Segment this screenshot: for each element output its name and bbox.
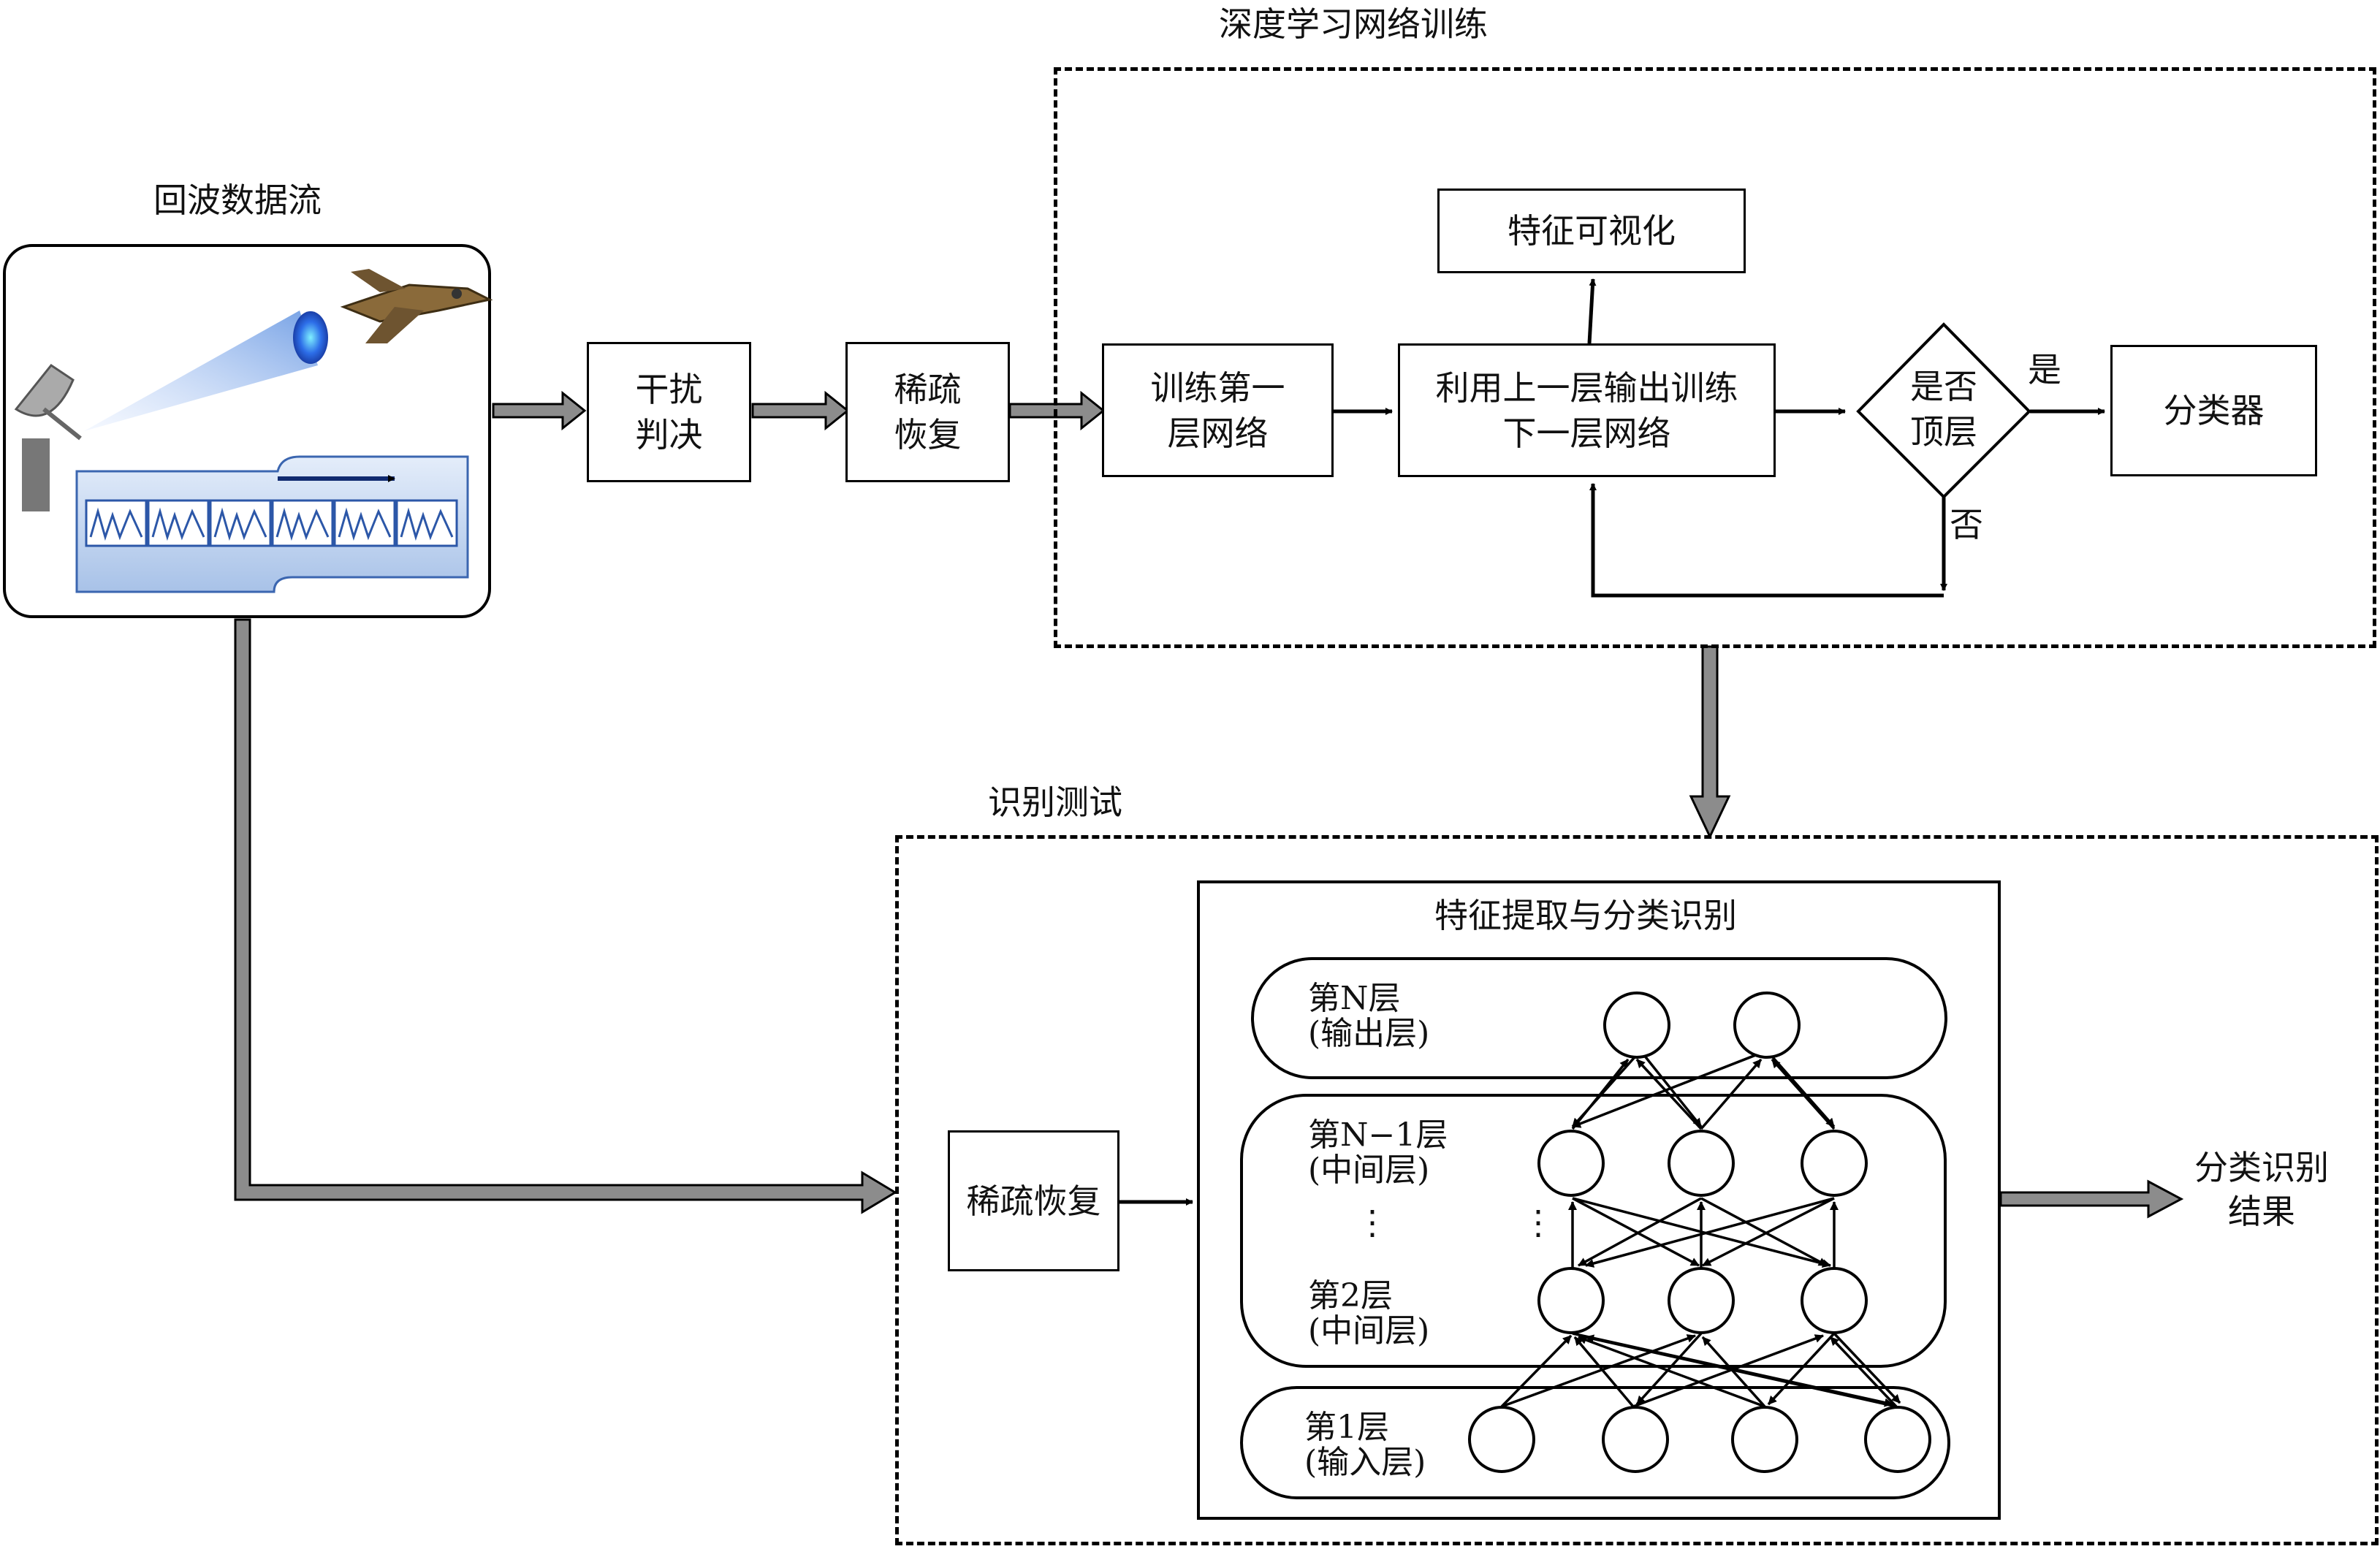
feature-visualization-box: 特征可视化 [1437,189,1746,273]
layer-input-line1: 第1层 [1304,1409,1389,1446]
layer-label-output: 第N层 (输出层) [1308,981,1429,1051]
layer-output-line1: 第N层 [1308,980,1401,1017]
training-title: 深度学习网络训练 [1219,4,1488,44]
train-next-layer-line2: 下一层网络 [1502,413,1671,453]
train-first-layer-line1: 训练第一 [1150,368,1285,408]
flow-arrow-echo-to-interference [492,390,587,431]
flow-arrow-training-to-testing [1689,645,1731,840]
flow-arrow-echo-to-testing [234,618,897,1214]
layer-2-line1: 第2层 [1308,1277,1393,1314]
decision-diamond [1856,322,2031,499]
interference-decision-line2: 判决 [635,415,703,454]
decision-line2: 顶层 [1910,412,1977,452]
testing-title: 识别测试 [988,783,1122,822]
beam-spot [293,311,328,364]
classifier-box: 分类器 [2110,345,2317,476]
train-first-layer-line2: 层网络 [1167,413,1269,453]
sparse-recovery-box: 稀疏 恢复 [845,342,1010,482]
no-label: 否 [1950,505,1983,544]
flow-arrow-to-result [1999,1179,2184,1219]
train-first-layer-box: 训练第一 层网络 [1102,343,1334,477]
radar-beam [84,311,318,431]
result-line1: 分类识别 [2194,1148,2329,1187]
layer-label-2: 第2层 (中间层) [1308,1279,1429,1349]
testing-region [895,835,2379,1545]
sparse-recovery-line1: 稀疏 [894,370,962,409]
result-label: 分类识别 结果 [2189,1146,2335,1233]
layer-input-line2: (输入层) [1304,1444,1426,1481]
ellipsis-right: ⋮ [1521,1203,1555,1242]
echo-stream-title: 回波数据流 [153,180,322,220]
training-arrows [1334,278,2105,598]
decision-text: 是否 顶层 [1889,364,1999,454]
ellipsis-left: ⋮ [1356,1203,1389,1242]
aircraft-icon [340,269,493,343]
interference-decision-box: 干扰 判决 [587,342,751,482]
layer-2-line2: (中间层) [1308,1312,1430,1350]
train-next-layer-line1: 利用上一层输出训练 [1435,368,1738,408]
test-sparse-recovery-box: 稀疏恢复 [948,1130,1119,1271]
result-line2: 结果 [2228,1192,2295,1231]
layer-n-minus-1-line1: 第N−1层 [1308,1116,1448,1154]
layer-output-line2: (输出层) [1308,1015,1430,1052]
train-next-layer-box: 利用上一层输出训练 下一层网络 [1398,343,1776,477]
sparse-recovery-line2: 恢复 [894,415,962,454]
interference-decision-line1: 干扰 [635,370,703,409]
decision-line1: 是否 [1910,367,1977,406]
layer-label-input: 第1层 (输入层) [1304,1410,1426,1480]
layer-n-minus-1-line2: (中间层) [1308,1152,1430,1189]
layer-label-n-minus-1: 第N−1层 (中间层) [1308,1118,1448,1188]
feature-panel-title: 特征提取与分类识别 [1434,896,1737,935]
radar-scene-illustration [14,269,493,593]
yes-label: 是 [2028,350,2061,389]
flow-arrow-interference-to-sparse [751,390,850,431]
radar-dish-icon [14,363,82,511]
training-region [1054,67,2376,648]
echo-waveforms [85,499,458,547]
